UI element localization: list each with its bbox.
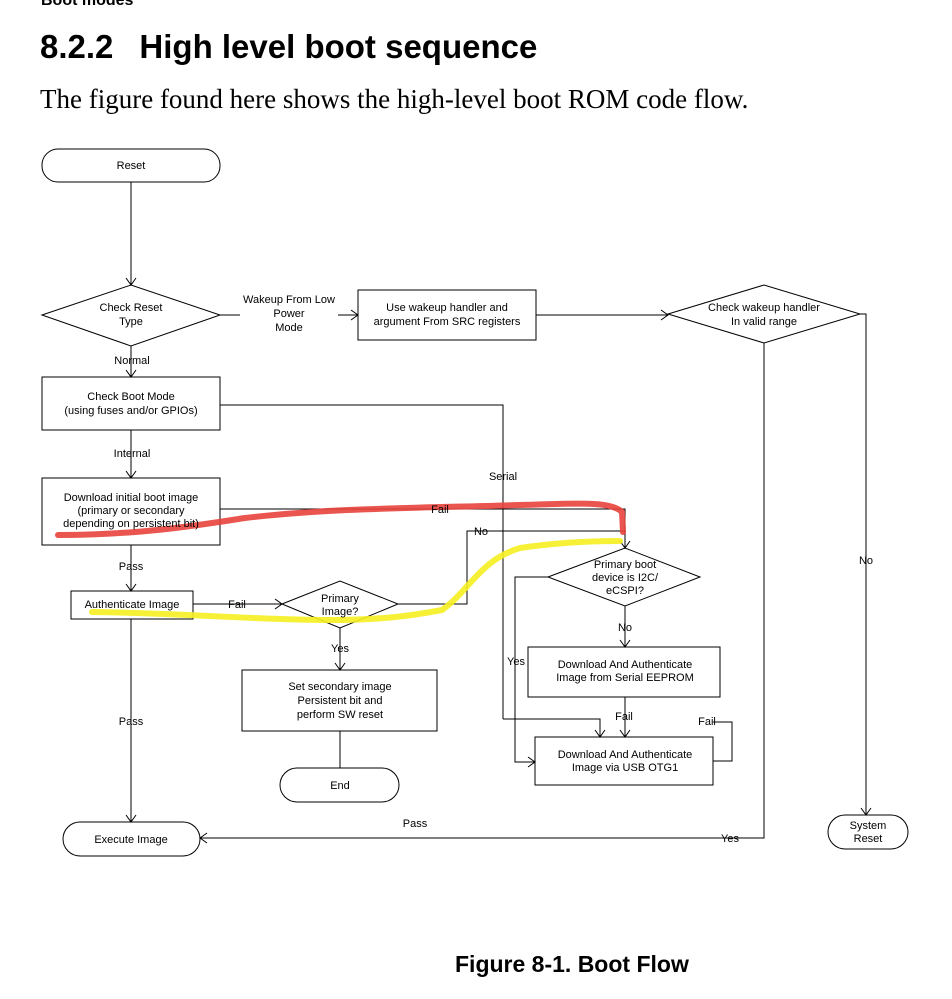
serial-eeprom-node — [527, 646, 721, 698]
usb-otg-label-2: Image via USB OTG1 — [572, 762, 678, 774]
system-reset-node — [827, 814, 909, 850]
edge-pass-download-label: Pass — [119, 561, 144, 573]
edge-wakeup-label-2: Power — [273, 308, 305, 320]
edge-no-wakeup-label: No — [859, 555, 873, 567]
check-wakeup-node — [666, 284, 862, 344]
primary-image-label-2: Image? — [322, 606, 359, 618]
usb-otg-node — [534, 736, 714, 786]
edge-no-boot-device-label: No — [618, 622, 632, 634]
wakeup-handler-node — [357, 289, 537, 341]
execute-label: Execute Image — [94, 834, 167, 846]
edge-pass-bottom-label: Pass — [403, 818, 428, 830]
serial-eeprom-label-2: Image from Serial EEPROM — [556, 672, 694, 684]
edge-fail-auth-label: Fail — [228, 599, 246, 611]
connectors — [130, 182, 867, 839]
edge-wakeup-label-3: Mode — [275, 322, 303, 334]
edge-yes-serial-label: Yes — [507, 656, 525, 668]
check-reset-type-label-2: Type — [119, 316, 143, 328]
serial-eeprom-label-1: Download And Authenticate — [558, 659, 693, 671]
set-secondary-label-2: Persistent bit and — [298, 695, 383, 707]
section-title: High level boot sequence — [139, 28, 538, 65]
section-number: 8.2.2 — [40, 28, 114, 65]
edge-yes-primary-label: Yes — [331, 643, 349, 655]
node-labels: Reset Check Reset Type Use wakeup handle… — [63, 160, 886, 846]
download-initial-label-2: (primary or secondary — [78, 505, 185, 517]
shapes — [40, 148, 909, 857]
set-secondary-label-3: perform SW reset — [297, 709, 383, 721]
primary-boot-device-label-1: Primary boot — [594, 559, 656, 571]
edge-fail-usb-label: Fail — [698, 716, 716, 728]
download-initial-label-1: Download initial boot image — [64, 492, 199, 504]
check-boot-mode-label-1: Check Boot Mode — [87, 391, 174, 403]
check-boot-mode-label-2: (using fuses and/or GPIOs) — [64, 405, 197, 417]
wakeup-handler-label-1: Use wakeup handler and — [386, 302, 508, 314]
yellow-highlight-stroke — [89, 538, 623, 624]
figure-caption: Figure 8-1. Boot Flow — [455, 951, 689, 977]
edge-serial-label: Serial — [489, 471, 517, 483]
edge-labels: Wakeup From Low Power Mode Normal Intern… — [114, 294, 873, 845]
set-secondary-label-1: Set secondary image — [288, 681, 391, 693]
section-header: Boot modes — [41, 0, 134, 9]
red-highlight-stroke — [55, 500, 626, 538]
edge-wakeup-label-1: Wakeup From Low — [243, 294, 335, 306]
check-wakeup-label-2: In valid range — [731, 316, 797, 328]
section-heading: 8.2.2 High level boot sequence — [40, 28, 537, 66]
edge-normal-label: Normal — [114, 355, 149, 367]
reset-label: Reset — [117, 160, 146, 172]
primary-boot-device-label-2: device is I2C/ — [592, 572, 659, 584]
edge-pass-auth-label: Pass — [119, 716, 144, 728]
intro-paragraph: The figure found here shows the high-lev… — [40, 84, 749, 114]
edge-yes-wakeup-label: Yes — [721, 833, 739, 845]
check-wakeup-label-1: Check wakeup handler — [708, 302, 820, 314]
primary-image-label-1: Primary — [321, 593, 359, 605]
wakeup-handler-label-2: argument From SRC registers — [374, 316, 521, 328]
check-boot-mode-node — [41, 376, 221, 431]
edge-internal-label: Internal — [114, 448, 151, 460]
check-reset-type-label-1: Check Reset — [100, 302, 163, 314]
system-reset-label-2: Reset — [854, 833, 883, 845]
edge-fail-eeprom-label: Fail — [615, 711, 633, 723]
authenticate-label: Authenticate Image — [85, 599, 180, 611]
arrowheads — [125, 277, 872, 844]
primary-boot-device-label-3: eCSPI? — [606, 585, 644, 597]
usb-otg-label-1: Download And Authenticate — [558, 749, 693, 761]
primary-boot-device-node — [546, 547, 702, 607]
edge-fail-download-label: Fail — [431, 504, 449, 516]
edge-no-primary-label: No — [474, 526, 488, 538]
end-label: End — [330, 780, 350, 792]
download-initial-label-3: depending on persistent bit) — [63, 518, 199, 530]
system-reset-label-1: System — [850, 820, 887, 832]
